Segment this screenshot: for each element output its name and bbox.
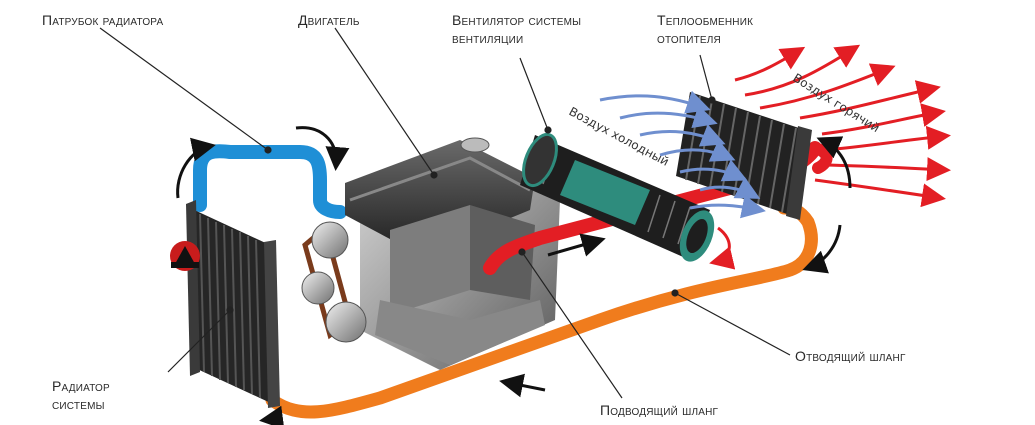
label-fan-line1: Вентилятор системы [452, 12, 582, 28]
cold-air-arrows [599, 90, 766, 219]
label-radiator-pipe: Патрубок радиатора [42, 12, 164, 28]
ventilation-fan [520, 132, 736, 270]
label-heater-line1: Теплообменник [657, 12, 754, 28]
flow-direction-arrows [176, 126, 852, 425]
label-radiator-line1: Радиатор [52, 378, 110, 394]
label-heater-line2: отопителя [657, 30, 721, 46]
pulley-belt [301, 221, 367, 343]
label-fan-line2: вентиляции [452, 30, 524, 46]
leader-lines [99, 27, 791, 399]
radiator-pipe [193, 144, 347, 219]
radiator [186, 200, 280, 408]
engine [345, 137, 560, 370]
label-engine: Двигатель [298, 12, 360, 28]
warning-triangle-logo [170, 241, 200, 271]
hot-air-arrows [734, 44, 951, 208]
label-supply-hose: Подводящий шланг [600, 402, 719, 418]
label-radiator-line2: системы [52, 396, 105, 412]
return-hose [265, 201, 818, 419]
label-return-hose: Отводящий шланг [795, 348, 906, 364]
